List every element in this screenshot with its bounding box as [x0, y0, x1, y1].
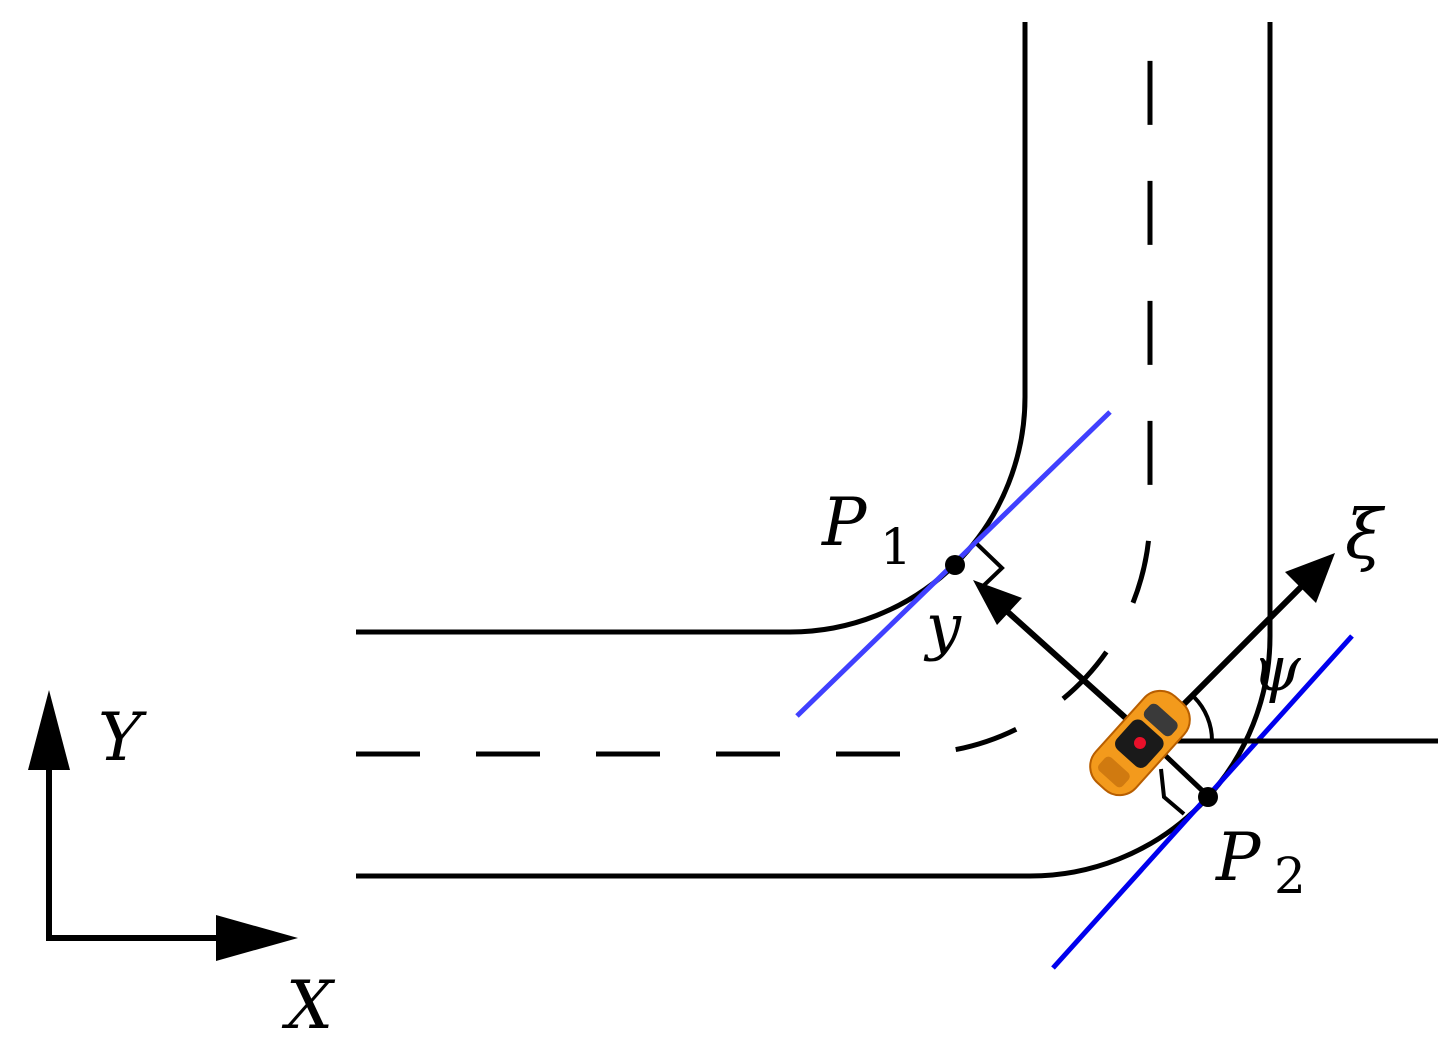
x-axis-arrowhead: [216, 915, 298, 961]
road-centerline: [356, 22, 1153, 757]
point-p1: [945, 555, 965, 575]
label-p1: P: [821, 484, 868, 561]
psi-angle-arc: [1192, 695, 1215, 742]
point-p2: [1198, 787, 1218, 807]
label-p2-subscript: 2: [1274, 847, 1306, 905]
label-xi: ξ: [1345, 496, 1386, 575]
label-axis-x: X: [281, 967, 336, 1044]
label-p2: P: [1215, 819, 1262, 896]
label-y: y: [923, 590, 962, 663]
y-arrow: [973, 580, 1151, 741]
right-angle-marker-p1: [975, 542, 1005, 592]
y-axis-arrowhead: [28, 690, 70, 770]
label-p1-subscript: 1: [880, 518, 912, 576]
axes: [28, 690, 298, 961]
right-angle-marker-p2: [1159, 768, 1186, 816]
label-psi: ψ: [1252, 632, 1302, 705]
road-inner-edge: [356, 22, 1028, 635]
car-icon: [1089, 689, 1191, 797]
label-axis-y: Y: [98, 699, 147, 776]
